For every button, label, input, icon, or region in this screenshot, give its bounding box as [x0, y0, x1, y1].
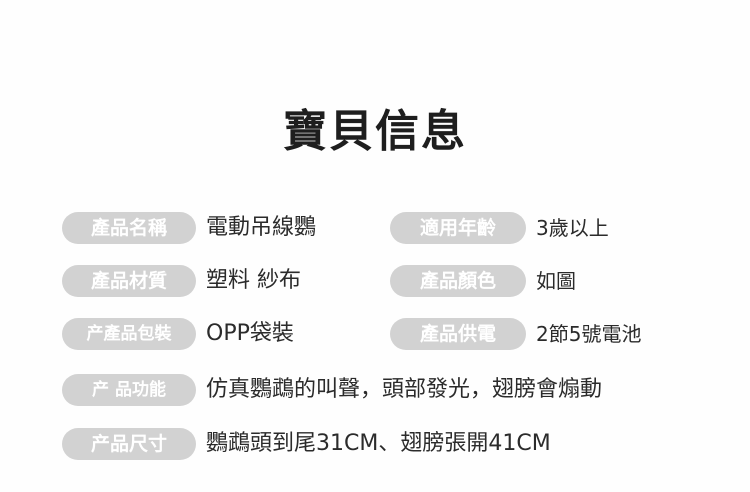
- spec-value-power: 2節5號電池: [536, 322, 642, 346]
- spec-label-material: 產品材質: [62, 265, 196, 297]
- spec-label-function: 产 品功能: [62, 374, 196, 406]
- spec-value-name: 電動吊線鸚: [206, 215, 317, 240]
- spec-label-package: 产產品包裝: [62, 318, 196, 350]
- spec-label-power: 產品供電: [390, 318, 526, 350]
- spec-value-package: OPP袋裝: [206, 321, 294, 346]
- page-title: 寶貝信息: [283, 106, 467, 157]
- spec-value-size: 鸚鵡頭到尾31CM、翅膀張開41CM: [206, 431, 551, 456]
- spec-label-name: 產品名稱: [62, 212, 196, 244]
- spec-value-color: 如圖: [536, 269, 576, 293]
- spec-label-color: 產品顏色: [390, 265, 526, 297]
- spec-value-age: 3歲以上: [536, 216, 609, 240]
- spec-value-material: 塑料 紗布: [206, 268, 301, 293]
- spec-label-age: 適用年齡: [390, 212, 526, 244]
- spec-value-function: 仿真鸚鵡的叫聲，頭部發光，翅膀會煽動: [206, 377, 603, 402]
- spec-label-size: 产品尺寸: [62, 428, 196, 460]
